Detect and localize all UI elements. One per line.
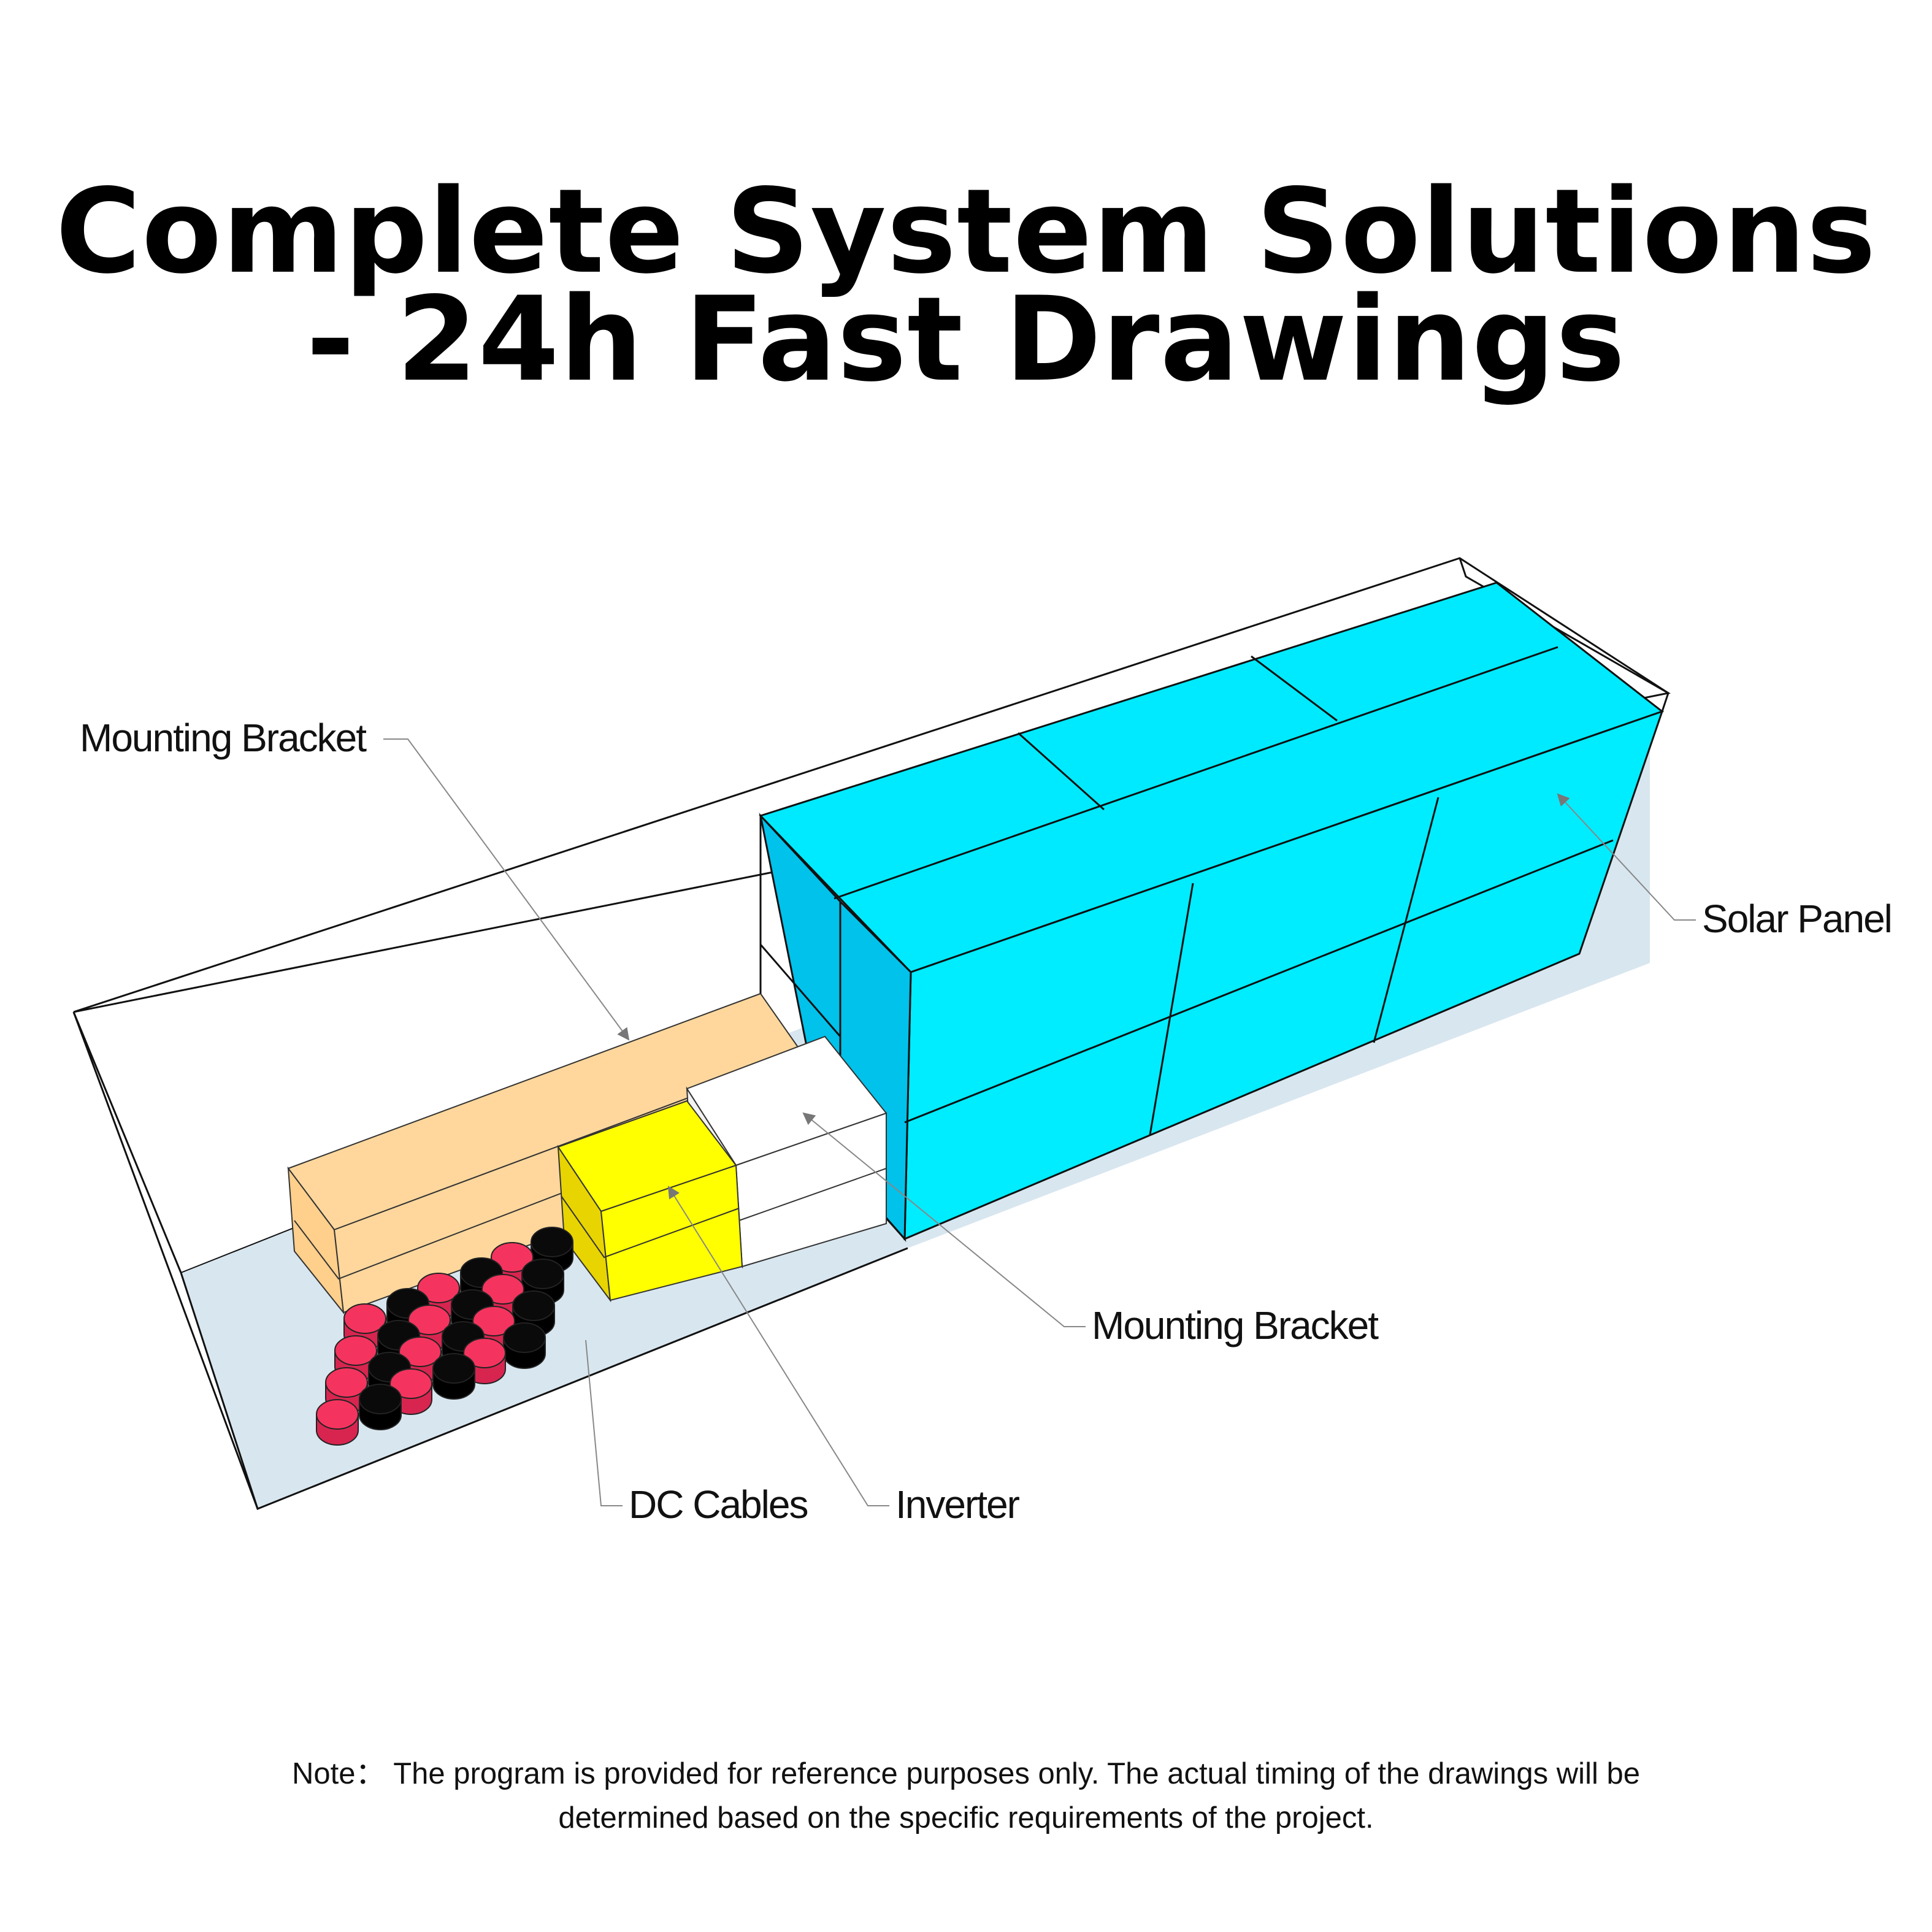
leader-inverter: [667, 1186, 889, 1506]
title-line-2: - 24h Fast Drawings: [306, 272, 1626, 407]
label-dc-cables: DC Cables: [629, 1482, 807, 1527]
label-mounting-bracket-bottom: Mounting Bracket: [1092, 1303, 1379, 1347]
dc-cable-drum: [316, 1399, 359, 1446]
label-solar-panel: Solar Panel: [1702, 897, 1892, 941]
leader-mounting-bracket-bottom: [802, 1112, 1086, 1327]
dc-cable-drum: [389, 1368, 432, 1415]
page-title: Complete System Solutions - 24h Fast Dra…: [0, 164, 1932, 407]
dc-cable-drums: [316, 1227, 573, 1446]
leader-dc-cables: [585, 1340, 623, 1506]
container-right-edge: [1459, 558, 1669, 712]
note-line-2: determined based on the specific require…: [558, 1801, 1374, 1834]
disclaimer-note: Note： The program is provided for refere…: [0, 1752, 1932, 1840]
dc-cable-drum: [503, 1322, 546, 1369]
container-bottom-edge: [180, 1247, 908, 1510]
solar-panel-stack: [759, 581, 1665, 1243]
leader-mounting-bracket-top: [383, 738, 630, 1041]
leader-solar-panel: [1557, 793, 1696, 921]
label-inverter: Inverter: [895, 1482, 1020, 1527]
dc-cable-drum: [432, 1353, 475, 1400]
label-mounting-bracket-top: Mounting Bracket: [80, 716, 367, 760]
inverter-box: [557, 1100, 743, 1303]
container-back-left-edge: [72, 1011, 182, 1273]
container-front-left-edge: [72, 1011, 259, 1509]
note-line-1: Note： The program is provided for refere…: [292, 1757, 1640, 1790]
dc-cable-drum: [359, 1384, 402, 1430]
leader-lines: [383, 738, 1696, 1506]
title-line-1: Complete System Solutions: [55, 164, 1877, 299]
